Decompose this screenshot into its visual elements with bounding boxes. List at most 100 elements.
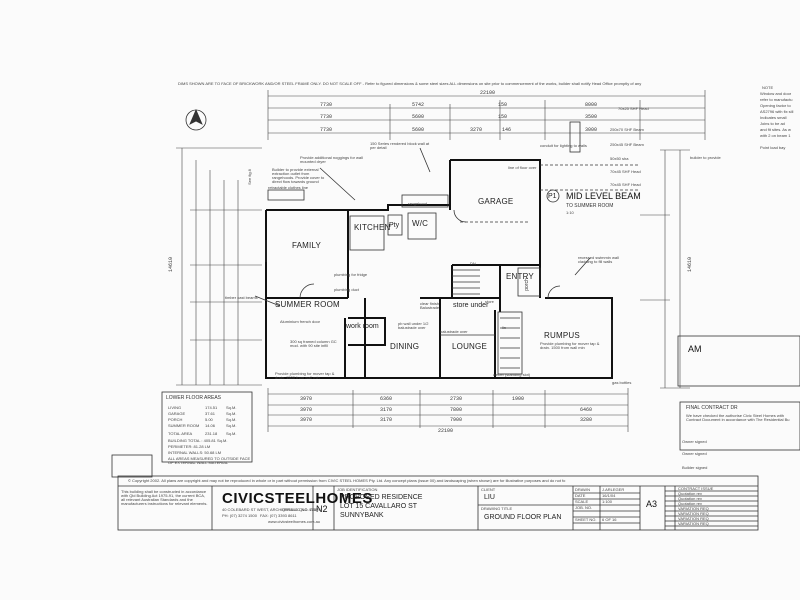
- area-unit-summer: Sq.M.: [226, 423, 237, 428]
- dim-bottom-2-2: 3170: [380, 407, 393, 413]
- beam-scale: 1:10: [566, 210, 574, 215]
- area-label-living: LIVING: [168, 405, 182, 410]
- right-note-6: Indicates small: [760, 115, 787, 120]
- room-lounge: LOUNGE: [452, 342, 487, 351]
- top-note: DIMS SHOWN ARE TO FACE OF BRICKWORK AND/…: [178, 81, 642, 86]
- room-pantry: Pty: [389, 222, 400, 229]
- note-weber: weber (standing slot): [493, 372, 531, 377]
- right-builder-notes: builder to provide: [690, 155, 721, 160]
- area-label-porch: PORCH: [168, 417, 183, 422]
- dim-row3-3: 3270: [470, 127, 483, 133]
- company-phone: PH: (07) 3274 1500: [222, 513, 257, 518]
- note-glass-rail: clear finish Balustrade: [420, 301, 440, 310]
- revision-1: CONTRACT ISSUE: [678, 486, 714, 491]
- beam-spec-2: 250x45 SHF Beam: [610, 142, 644, 147]
- dim-bottom-1-4: 1900: [512, 396, 525, 402]
- job-suburb: SUNNYBANK: [340, 512, 384, 519]
- final-contract-text: We have checked the authorise Civic Stee…: [686, 413, 790, 422]
- area-value-living: 174.51: [205, 405, 218, 410]
- note-line-floor-over: line of floor over: [508, 165, 537, 170]
- dim-bottom-1-3: 2730: [450, 396, 463, 402]
- dim-left-total: 14610: [168, 256, 175, 273]
- note-plumbing-duct: plumbing duct: [334, 287, 359, 292]
- area-value-summer: 14.06: [205, 423, 216, 428]
- sheet-no-label: SHEET NO.: [575, 517, 597, 522]
- beam-spec-1: 250x70 SHF Beam: [610, 127, 644, 132]
- dim-overall-top: 22100: [480, 90, 496, 96]
- dim-top-seg-2: 5742: [412, 102, 425, 108]
- right-note-2: Window and door: [760, 91, 792, 96]
- beam-spec-6: 70x45 SHF Head: [610, 169, 641, 174]
- area-building-total: BUILDING TOTAL : 405.81 Sq.M.: [168, 438, 228, 443]
- area-unit-garage: Sq.M.: [226, 411, 237, 416]
- room-kitchen: KITCHEN: [354, 223, 391, 232]
- revision-4: Quotation rev: [678, 501, 703, 506]
- builder-signed: Builder signed: [682, 465, 708, 470]
- right-note-3: refer to manufactu: [760, 97, 793, 102]
- room-garage: GARAGE: [478, 197, 514, 206]
- room-store: store under: [453, 302, 489, 309]
- room-dining: DINING: [390, 342, 420, 351]
- note-plumbing-fridge: plumbing for fridge: [334, 272, 368, 277]
- note-conduit: conduit for lighting to walls: [540, 143, 587, 148]
- dim-top-seg-4: 8000: [585, 102, 598, 108]
- compliance-note: This building shall be constructed in ac…: [121, 489, 208, 506]
- company-address: 40 COLEBARD ST WEST, ARCHERFIELD QLD 410…: [222, 507, 318, 512]
- right-am-label: AM: [688, 344, 702, 354]
- note-left-stamp: See fig 8: [246, 169, 252, 185]
- dim-right-total: 14610: [687, 256, 694, 273]
- sheet-no-value: 6 OF 16: [602, 517, 617, 522]
- date-label: DATE: [575, 493, 586, 498]
- area-total-label: TOTAL AREA: [168, 431, 193, 436]
- revision-3: Quotation rev: [678, 496, 703, 501]
- dim-overall-bottom: 22100: [438, 428, 454, 434]
- scale-label: SCALE: [575, 499, 589, 504]
- area-value-porch: 5.00: [205, 417, 213, 422]
- note-balustrade: balustrade over: [440, 329, 468, 334]
- area-label-summer: SUMMER ROOM: [168, 423, 200, 428]
- room-rumpus: RUMPUS: [544, 331, 580, 340]
- note-timber-beam: timber cast beams: [225, 295, 258, 300]
- dim-bottom-2-4: 6460: [580, 407, 593, 413]
- owner-signed-2: Owner signed: [682, 451, 707, 456]
- dim-row2-1: 7730: [320, 114, 333, 120]
- revision-8: VARIATION REQ: [678, 521, 709, 526]
- job-title: PROPOSED RESIDENCE: [340, 494, 423, 501]
- copyright-notice: © Copyright 2002. All plans are copyrigh…: [128, 478, 566, 483]
- date-value: 16/1/04: [602, 493, 616, 498]
- drawn-value: J.ARLEGER: [602, 487, 625, 492]
- dim-top-seg-3: 150: [498, 102, 508, 108]
- note-recessed: recessed swimmin wall cladding to fill w…: [578, 255, 619, 264]
- drawing-title: GROUND FLOOR PLAN: [484, 514, 562, 521]
- note-gas-bottles: gas bottles: [612, 380, 632, 385]
- dim-row2-3: 150: [498, 114, 508, 120]
- job-id-label: JOB IDENTIFICATION: [337, 487, 378, 492]
- company-logo: CIVICSTEELHOMES: [222, 490, 373, 507]
- job-lot: LOT 15 CAVALLARO ST: [340, 503, 418, 510]
- right-note-7: Joins to be ad: [760, 121, 785, 126]
- right-note-5: AS2796 with fix sill: [760, 109, 794, 114]
- right-note-9: with 2 on beam 1: [760, 133, 791, 138]
- note-stair-dn: DN: [470, 261, 476, 266]
- beam-subtitle: TO SUMMER ROOM: [566, 203, 614, 209]
- room-porch: porch: [523, 278, 530, 291]
- company-fax: FAX: (07) 3393 8611: [260, 513, 297, 518]
- dim-row2-4: 3500: [585, 114, 598, 120]
- drawing-title-label: DRAWING TITLE: [481, 506, 513, 511]
- beam-spec-3: 50x50 sha: [610, 156, 629, 161]
- dim-bottom-3-2: 3170: [380, 417, 393, 423]
- dim-row3-5: 3000: [585, 127, 598, 133]
- note-aluminium: Aluminium french door: [280, 319, 321, 324]
- dim-bottom-3-4: 3280: [580, 417, 593, 423]
- area-value-garage: 37.61: [205, 411, 216, 416]
- area-internal: INTERNAL WALLS: 50.68 LM: [168, 450, 222, 455]
- right-note-1: NOTE: [762, 85, 774, 90]
- client-name: LIU: [484, 494, 495, 501]
- note-pb-wall: pb wall under 1/2 balustrade over: [398, 321, 429, 330]
- note-retractable: retractable clothes line: [268, 185, 309, 190]
- dim-bottom-2-3: 7800: [450, 407, 463, 413]
- room-summer: SUMMER ROOM: [275, 300, 340, 309]
- revision-5: VARIATION REQ: [678, 506, 709, 511]
